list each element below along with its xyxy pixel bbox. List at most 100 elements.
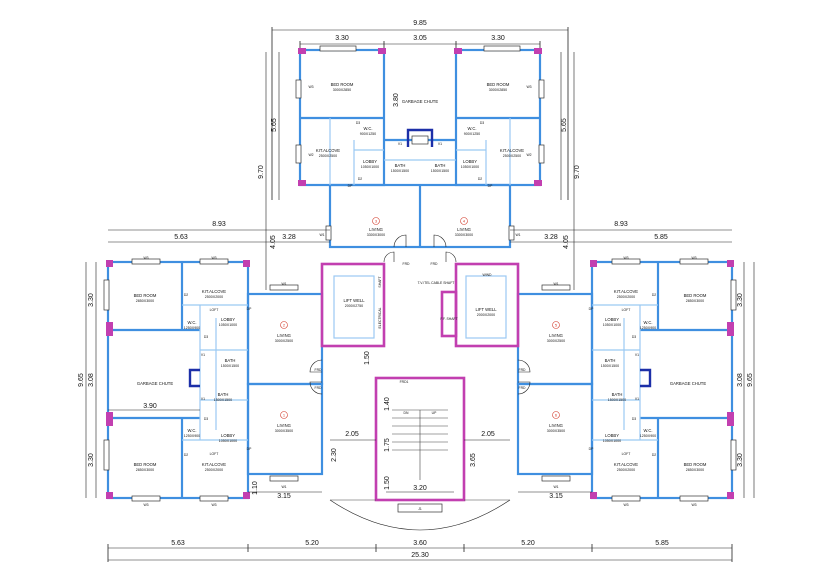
lift-well-left-label: LIFT WELL <box>343 298 365 303</box>
bed-room-5-label: BED ROOM <box>684 293 707 298</box>
living-1-size: 3000X3500 <box>275 429 293 433</box>
central-core-labels: LIFT WELL 2000X2750 LIFT WELL 2000X2000 … <box>343 262 497 511</box>
tag-d2: D2 <box>652 453 656 457</box>
fire-shaft-label: F.F. SHAFT <box>440 317 457 321</box>
bath-1-label: BATH <box>218 392 229 397</box>
tag-d2: D2 <box>652 293 656 297</box>
dim-bottom-a: 5.63 <box>171 540 185 547</box>
dim-bottom-left-living: 3.15 <box>277 493 291 500</box>
dim-top-left: 3.30 <box>335 35 349 42</box>
living-6-size: 3000X3500 <box>547 429 565 433</box>
garbage-chute-top-label: GARBAGE CHUTE <box>402 99 439 104</box>
lobby-4-label: LOBBY <box>463 159 477 164</box>
bottom-dimensions: 5.63 5.20 3.60 5.20 5.85 25.30 <box>107 540 733 562</box>
dim-bottom-b: 5.20 <box>305 540 319 547</box>
kit-alcove-5-size: 2500X2000 <box>617 295 635 299</box>
tag-frd: FRD <box>431 262 439 266</box>
bed-room-4-label: BED ROOM <box>487 82 510 87</box>
tag-v1: V1 <box>398 142 402 146</box>
wing-dimensions: 8.93 8.93 5.63 3.28 3.28 5.85 4.05 4.05 <box>108 221 732 249</box>
dim-bottom-d: 5.20 <box>521 540 535 547</box>
bed-room-2-label: BED ROOM <box>134 293 157 298</box>
kit-alcove-2-label: KIT.ALCOVE <box>202 289 226 294</box>
dim-top-right: 3.30 <box>491 35 505 42</box>
bath-5-size: 1500X1500 <box>601 364 619 368</box>
dim-bottom-total: 25.30 <box>411 552 429 559</box>
garbage-chute-right-label: GARBAGE CHUTE <box>670 381 707 386</box>
dim-right-bed-top: 3.30 <box>737 293 744 307</box>
dim-stair-d: 3.65 <box>470 453 477 467</box>
tag-d3: D3 <box>632 417 636 421</box>
dim-wing-right: 8.93 <box>614 221 628 228</box>
bed-room-2-size: 2850X3000 <box>136 299 154 303</box>
top-dimensions: 9.85 3.30 3.05 3.30 <box>271 20 569 200</box>
tag-frd1: FRD1 <box>400 380 409 384</box>
lift-well-right-size: 2000X2000 <box>477 313 495 317</box>
tag-frd: FRD <box>315 386 323 390</box>
dim-stair-c: 1.50 <box>384 476 391 490</box>
lobby-4-size: 1050X1000 <box>461 165 479 169</box>
dim-stair-a: 1.40 <box>384 397 391 411</box>
bed-room-3-size: 3000X2850 <box>333 88 351 92</box>
dim-bottom-left-small: 1.10 <box>252 481 259 495</box>
wc-3-label: W.C. <box>363 126 372 131</box>
lobby-6-label: LOBBY <box>605 433 619 438</box>
kit-alcove-1-size: 2500X2000 <box>205 468 223 472</box>
tag-d3: D3 <box>204 335 208 339</box>
tag-wind: WIND <box>482 273 492 277</box>
dim-core-d: 2.30 <box>331 448 338 462</box>
dim-mid-right-a: 3.28 <box>544 234 558 241</box>
lobby-6-size: 1050X1000 <box>603 439 621 443</box>
living-5-size: 3000X2500 <box>547 339 565 343</box>
tag-frd: FRD <box>315 368 323 372</box>
dim-left-mid: 3.90 <box>143 403 157 410</box>
dim-mid-right-b: 4.05 <box>563 235 570 249</box>
tag-w3: W3 <box>143 256 148 260</box>
wc-1-size: 1250X900 <box>184 434 200 438</box>
lobby-1-label: LOBBY <box>221 433 235 438</box>
dim-stair-e: 3.20 <box>413 485 427 492</box>
bed-room-1-size: 2850X3000 <box>136 468 154 472</box>
lobby-2-size: 1050X1000 <box>219 323 237 327</box>
tag-d2: D2 <box>478 177 482 181</box>
dim-bottom-e: 5.85 <box>655 540 669 547</box>
dim-right-total-b: 3.08 <box>737 373 744 387</box>
tag-w3: W3 <box>623 256 628 260</box>
dim-upper-height-left: 5.65 <box>271 118 278 132</box>
wc-6-label: W.C. <box>643 428 652 433</box>
tv-shaft-label: T.V./TEL CABLE SHAFT <box>418 281 455 285</box>
tag-d3: D3 <box>632 335 636 339</box>
tag-loft: LOFT <box>210 452 219 456</box>
dim-core-b: 2.05 <box>481 431 495 438</box>
tag-v1: V1 <box>201 397 205 401</box>
unit-number-2: 2 <box>283 323 286 328</box>
kit-alcove-3-size: 2500X2500 <box>319 154 337 158</box>
tag-d2: D2 <box>358 177 362 181</box>
bath-6-label: BATH <box>612 392 623 397</box>
kit-alcove-5-label: KIT.ALCOVE <box>614 289 638 294</box>
dim-left-total-b: 3.08 <box>88 373 95 387</box>
tag-loft: LOFT <box>210 308 219 312</box>
stair-up-label: UP <box>432 411 437 415</box>
stair-treads <box>392 417 448 451</box>
tag-d3: D3 <box>204 417 208 421</box>
dim-wing-left: 8.93 <box>212 221 226 228</box>
wc-3-size: 900X1250 <box>360 132 376 136</box>
lobby-5-label: LOBBY <box>605 317 619 322</box>
unit-number-3: 3 <box>375 219 378 224</box>
bed-room-4-size: 3000X2850 <box>489 88 507 92</box>
dim-stair-b: 1.75 <box>384 438 391 452</box>
wc-4-label: W.C. <box>467 126 476 131</box>
tag-w1: W1 <box>319 233 324 237</box>
dim-top-mid: 3.05 <box>413 35 427 42</box>
wc-6-size: 1250X900 <box>640 434 656 438</box>
right-wing <box>516 258 737 502</box>
living-2-size: 3000X2500 <box>275 339 293 343</box>
tag-dp: DP <box>247 307 252 311</box>
unit-number-6: 6 <box>555 413 558 418</box>
right-wing-dimensions: 3.30 3.08 9.65 3.30 3.15 <box>518 262 755 500</box>
bath-1-size: 1500X1500 <box>214 398 232 402</box>
dim-mid-left-a: 4.05 <box>270 235 277 249</box>
tag-w3: W3 <box>211 256 216 260</box>
